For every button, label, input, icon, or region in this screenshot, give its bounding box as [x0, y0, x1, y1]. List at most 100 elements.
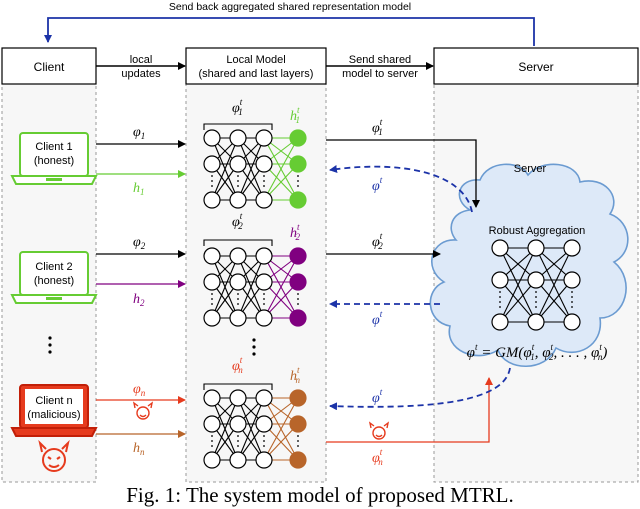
client-2-phi-label: φ2: [133, 235, 146, 251]
output-node: [289, 247, 307, 265]
return-phi-2: φt: [372, 309, 383, 328]
hidden-node: [229, 451, 247, 469]
devil-icon: [38, 439, 70, 472]
output-node: [289, 389, 307, 407]
hidden-node: [255, 451, 273, 469]
hidden-node: [229, 415, 247, 433]
output-node: [289, 415, 307, 433]
hidden-node: [527, 313, 545, 331]
send-shared-label-1: Send shared: [349, 54, 411, 66]
hidden-node: [203, 247, 221, 265]
hidden-node: [229, 389, 247, 407]
server-header-label: Server: [518, 60, 553, 74]
local-updates-label-2: updates: [121, 68, 161, 80]
client-n-h-label: hn: [133, 441, 145, 457]
hidden-node: [255, 129, 273, 147]
hidden-node: [255, 273, 273, 291]
client-to-model-arrows: φ1 h1 φ2 h2 φn hn: [96, 125, 186, 457]
client-ellipsis-vertical: [48, 336, 52, 354]
hidden-node: [563, 239, 581, 257]
nn-aggregated: [491, 239, 581, 331]
hidden-node: [491, 271, 509, 289]
client-2-laptop-icon: Client 2 (honest): [10, 251, 98, 304]
client-1-h-label: h1: [133, 181, 145, 197]
hidden-node: [203, 389, 221, 407]
local-model-label-2: (shared and last layers): [199, 68, 314, 80]
output-node: [289, 155, 307, 173]
small-devil-icon-right: [368, 421, 390, 440]
bracket-model-n: [203, 383, 273, 390]
hidden-node: [255, 309, 273, 327]
local-neural-networks: [203, 123, 307, 469]
top-feedback-arrow: Send back aggregated shared representati…: [44, 1, 535, 46]
model-ellipsis-vertical: [252, 338, 256, 356]
hidden-node: [491, 239, 509, 257]
hidden-node: [255, 155, 273, 173]
nn-client-n: [203, 389, 307, 469]
figure-caption: Fig. 1: The system model of proposed MTR…: [126, 483, 514, 507]
hidden-node: [527, 239, 545, 257]
output-node: [289, 273, 307, 291]
local-model-label-1: Local Model: [226, 54, 285, 66]
nn-client-2: [203, 247, 307, 327]
top-arrow-label: Send back aggregated shared representati…: [169, 1, 411, 13]
hidden-node: [255, 389, 273, 407]
hidden-node: [203, 129, 221, 147]
hidden-node: [229, 273, 247, 291]
hidden-node: [255, 191, 273, 209]
return-phi-n: φt: [372, 387, 383, 406]
cloud-server-title: Server: [514, 163, 547, 175]
hidden-node: [203, 155, 221, 173]
hidden-node: [203, 415, 221, 433]
client-2-h-label: h2: [133, 292, 145, 308]
output-node: [289, 191, 307, 209]
server-neural-network: [491, 239, 581, 331]
client-n-role: (malicious): [27, 409, 80, 421]
hidden-node: [563, 271, 581, 289]
client-1-name: Client 1: [35, 141, 72, 153]
hidden-node: [229, 247, 247, 265]
send-shared-label-2: model to server: [342, 68, 418, 80]
hidden-node: [491, 313, 509, 331]
hidden-node: [527, 271, 545, 289]
hidden-node: [229, 129, 247, 147]
return-phi-1: φt: [372, 175, 383, 194]
header-row: Client local updates Local Model (shared…: [1, 47, 639, 85]
hidden-node: [229, 309, 247, 327]
server-to-model-return-arrows: [329, 165, 511, 411]
hidden-node: [255, 415, 273, 433]
client-2-name: Client 2: [35, 261, 72, 273]
hidden-node: [255, 247, 273, 265]
client-n-name: Client n: [35, 395, 72, 407]
local-updates-label-1: local: [130, 54, 153, 66]
output-node: [289, 309, 307, 327]
client-1-phi-label: φ1: [133, 125, 145, 141]
client-n-phi-label: φn: [133, 382, 146, 398]
nn-client-1: [203, 129, 307, 209]
hidden-node: [563, 313, 581, 331]
hidden-node: [229, 155, 247, 173]
client-2-role: (honest): [34, 275, 74, 287]
server-header-box: [433, 47, 639, 85]
client-header-label: Client: [34, 60, 65, 74]
robust-aggregation-label: Robust Aggregation: [489, 225, 586, 237]
hidden-node: [203, 273, 221, 291]
client-n-laptop-icon: Client n (malicious): [10, 384, 98, 437]
hidden-node: [203, 309, 221, 327]
bracket-model-2: [203, 239, 273, 246]
client-1-laptop-icon: Client 1 (honest): [10, 132, 98, 185]
